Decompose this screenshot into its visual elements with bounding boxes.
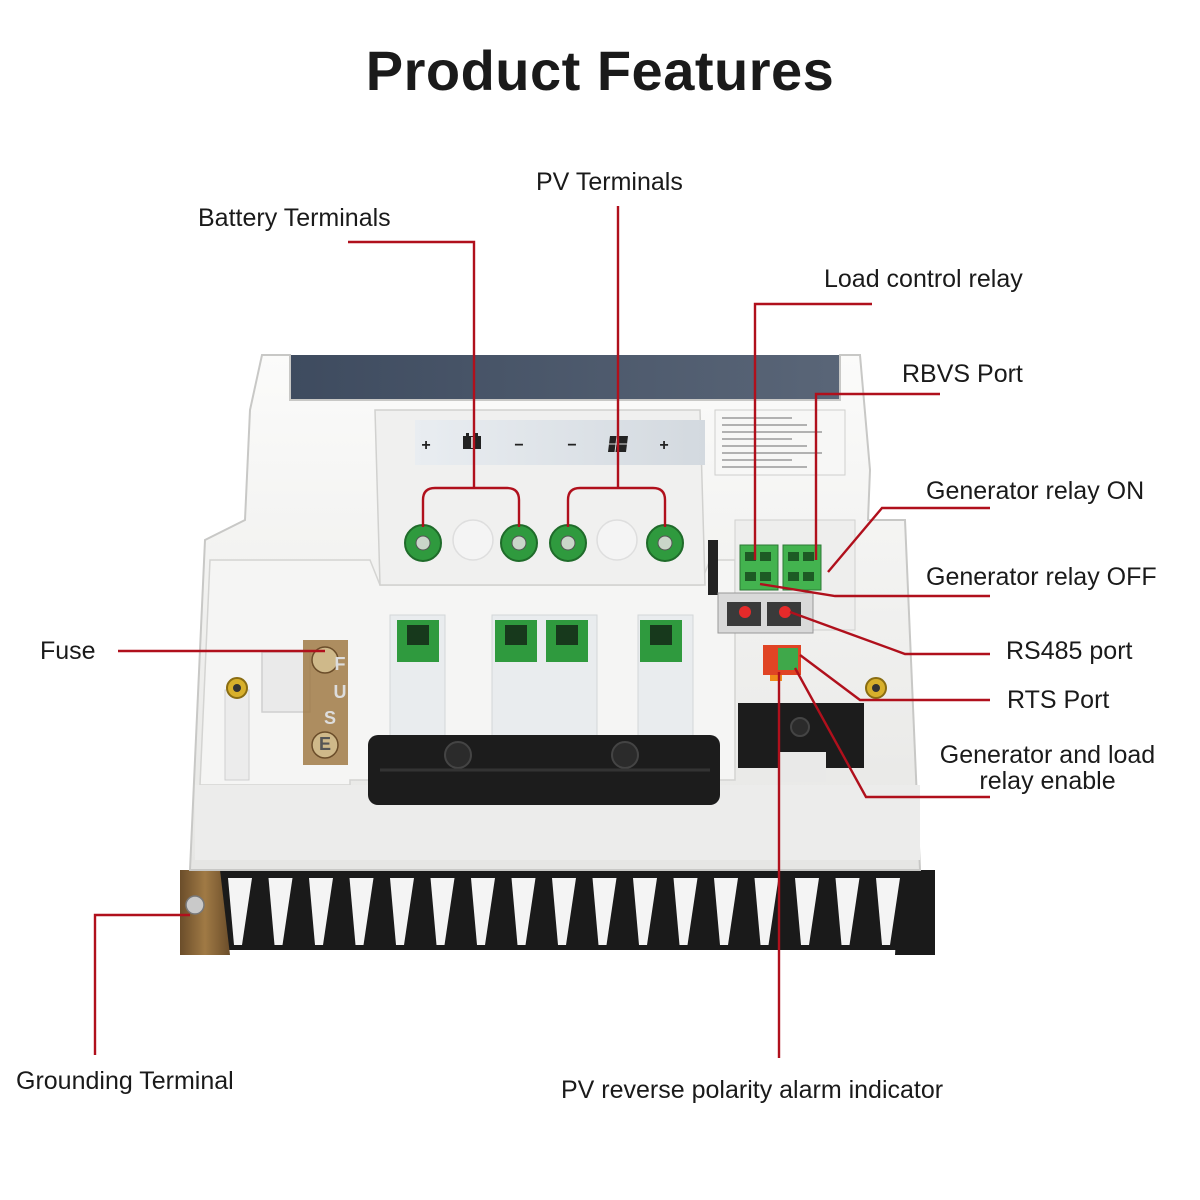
relay-connectors: [739, 544, 822, 591]
leader-grounding-terminal: [93, 913, 190, 1055]
heatsink-fin-gap: [228, 878, 252, 945]
label-generator-load-relay-enable: Generator and load relay enable: [920, 742, 1175, 794]
terminal-markings: + − − +: [421, 433, 669, 454]
leader-pv-bracket: [566, 486, 667, 527]
minus-left: −: [514, 437, 523, 454]
label-rts-port: RTS Port: [1007, 686, 1110, 714]
heatsink-fin-gap: [471, 878, 495, 945]
heatsink-fin-gap: [268, 878, 293, 945]
mounting-post-right: [865, 677, 887, 699]
terminal-screws: [404, 519, 684, 562]
heatsink-fins: [228, 878, 900, 945]
leader-relay-enable: [793, 667, 990, 799]
heatsink-fin-gap: [673, 878, 698, 945]
relay-pin: [760, 572, 771, 581]
grounding-screw-icon: [185, 895, 205, 915]
rts-port: [763, 645, 801, 681]
plus-left: +: [421, 437, 430, 454]
side-slot: [708, 540, 718, 595]
fuse-letter-f: F: [335, 654, 346, 674]
fuse: F U S E: [261, 640, 348, 765]
label-relay-enable-line1: Generator and load: [939, 741, 1156, 769]
heatsink-fin-gap: [835, 878, 860, 945]
leader-generator-relay-on: [827, 506, 990, 573]
battery-icon: [463, 433, 481, 449]
leader-battery-bracket: [421, 486, 521, 527]
heatsink-fin-gap: [714, 878, 738, 945]
heatsink-fin-gap: [795, 878, 819, 945]
label-relay-enable-line2: relay enable: [979, 767, 1116, 795]
leader-rs485-port: [789, 610, 990, 656]
cable-clamp: [368, 735, 720, 805]
label-rbvs-port: RBVS Port: [902, 360, 1023, 388]
heatsink-fin-gap: [430, 878, 455, 945]
label-load-control-relay: Load control relay: [824, 265, 1023, 293]
relay-pin: [803, 552, 814, 561]
relay-pin: [788, 572, 799, 581]
relay-pin: [803, 572, 814, 581]
leader-rbvs-port: [814, 392, 940, 560]
relay-pin: [760, 552, 771, 561]
heatsink-fin-gap: [633, 878, 657, 945]
fuse-letter-s: S: [324, 708, 336, 728]
heatsink-fin-gap: [754, 878, 779, 945]
relay-pin: [745, 572, 756, 581]
leader-lines: [93, 206, 990, 1058]
heatsink-fin-gap: [349, 878, 374, 945]
fuse-letter-u: U: [334, 682, 347, 702]
leader-load-control-relay: [753, 302, 872, 560]
leader-generator-relay-off: [759, 582, 990, 598]
label-generator-relay-on: Generator relay ON: [926, 477, 1145, 505]
label-pv-reverse-alarm: PV reverse polarity alarm indicator: [561, 1076, 944, 1104]
leader-battery-terminals: [348, 240, 476, 488]
label-pv-terminals: PV Terminals: [536, 168, 683, 196]
label-grounding-terminal: Grounding Terminal: [16, 1067, 234, 1095]
heatsink-fin-gap: [876, 878, 900, 945]
relay-pin: [788, 552, 799, 561]
heatsink-fin-gap: [511, 878, 536, 945]
plus-right: +: [659, 437, 668, 454]
heatsink-fin-gap: [552, 878, 576, 945]
page-title: Product Features: [365, 39, 835, 102]
label-fuse: Fuse: [40, 637, 96, 665]
leader-rts-port: [799, 654, 990, 702]
fuse-letter-e: E: [319, 734, 331, 754]
heatsink-fin-gap: [592, 878, 617, 945]
heatsink-fin-gap: [390, 878, 414, 945]
mounting-post-left: [224, 677, 250, 781]
heatsink: [180, 860, 935, 955]
info-sticker: [722, 417, 822, 468]
label-battery-terminals: Battery Terminals: [198, 204, 391, 232]
minus-right: −: [567, 437, 576, 454]
label-rs485-port: RS485 port: [1006, 637, 1133, 665]
heatsink-fin-gap: [309, 878, 333, 945]
label-generator-relay-off: Generator relay OFF: [926, 563, 1157, 591]
relay-pin: [745, 552, 756, 561]
rs485-port: [717, 592, 814, 634]
